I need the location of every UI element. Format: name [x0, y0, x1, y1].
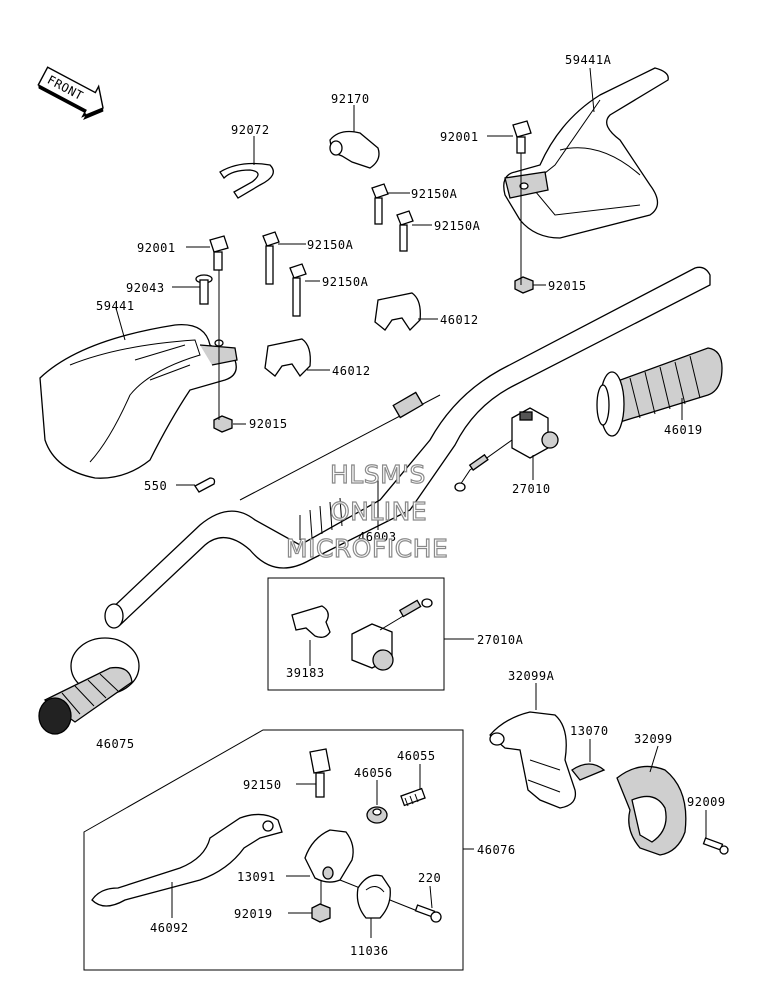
- clamp-92170[interactable]: [329, 130, 380, 169]
- label-92150A-2[interactable]: 92150A: [434, 219, 481, 233]
- label-92150[interactable]: 92150: [243, 778, 282, 792]
- label-92043[interactable]: 92043: [126, 281, 165, 295]
- label-32099A[interactable]: 32099A: [508, 669, 555, 683]
- label-92072[interactable]: 92072: [231, 123, 270, 137]
- bolt-92150A-3[interactable]: [262, 231, 280, 285]
- watermark-line-3: MICROFICHE: [286, 534, 448, 563]
- adjuster-46056[interactable]: [366, 806, 388, 824]
- label-46076[interactable]: 46076: [477, 843, 516, 857]
- label-46056[interactable]: 46056: [354, 766, 393, 780]
- grip-right[interactable]: [596, 347, 723, 437]
- label-92001-left[interactable]: 92001: [137, 241, 176, 255]
- bolt-92150A-1[interactable]: [371, 183, 389, 225]
- label-46092[interactable]: 46092: [150, 921, 189, 935]
- holder-13091[interactable]: [304, 829, 354, 883]
- label-46055[interactable]: 46055: [397, 749, 436, 763]
- label-92001-right[interactable]: 92001: [440, 130, 479, 144]
- label-92150A-1[interactable]: 92150A: [411, 187, 458, 201]
- perch-32099A[interactable]: [489, 711, 577, 809]
- nut-92015-left[interactable]: [213, 415, 233, 433]
- cover-32099[interactable]: [616, 765, 687, 856]
- cover-13070[interactable]: [571, 763, 606, 781]
- label-92015-right[interactable]: 92015: [548, 279, 587, 293]
- label-27010[interactable]: 27010: [512, 482, 551, 496]
- box-27010A: [267, 577, 445, 691]
- watermark-line-1: HLSM'S: [330, 460, 426, 489]
- label-92150A-3[interactable]: 92150A: [307, 238, 354, 252]
- label-39183[interactable]: 39183: [286, 666, 325, 680]
- clamp-11036[interactable]: [356, 874, 391, 919]
- label-46019[interactable]: 46019: [664, 423, 703, 437]
- grip-left[interactable]: [38, 637, 140, 735]
- leader-lines-upper: [115, 67, 683, 530]
- handlebar[interactable]: [104, 266, 711, 629]
- label-59441A[interactable]: 59441A: [565, 53, 612, 67]
- nut-92019[interactable]: [311, 903, 331, 923]
- kill-switch[interactable]: [454, 407, 559, 492]
- clamp-lower[interactable]: [264, 338, 311, 378]
- label-46012-upper[interactable]: 46012: [440, 313, 479, 327]
- watermark-line-2: ONLINE: [330, 497, 427, 526]
- bolt-92150A-2[interactable]: [396, 210, 414, 252]
- cotter-pin-550[interactable]: [194, 477, 216, 493]
- label-92009[interactable]: 92009: [687, 795, 726, 809]
- clamp-upper[interactable]: [374, 292, 421, 332]
- lever-46092[interactable]: [91, 813, 283, 907]
- label-92015-left[interactable]: 92015: [249, 417, 288, 431]
- label-220[interactable]: 220: [418, 871, 441, 885]
- label-59441[interactable]: 59441: [96, 299, 135, 313]
- bolt-92001-left[interactable]: [209, 235, 229, 271]
- box-46076: [83, 729, 464, 971]
- label-27010A[interactable]: 27010A: [477, 633, 524, 647]
- bolt-92001-right[interactable]: [512, 120, 532, 154]
- bolt-92150A-4[interactable]: [289, 263, 307, 317]
- label-46075[interactable]: 46075: [96, 737, 135, 751]
- switch-assy-27010A[interactable]: [291, 598, 433, 671]
- adjuster-46055[interactable]: [400, 787, 426, 807]
- watermark: HLSM'S ONLINE MICROFICHE: [285, 459, 448, 563]
- label-13091[interactable]: 13091: [237, 870, 276, 884]
- label-11036[interactable]: 11036: [350, 944, 389, 958]
- handguard-left[interactable]: [39, 324, 238, 479]
- label-13070[interactable]: 13070: [570, 724, 609, 738]
- label-32099[interactable]: 32099: [634, 732, 673, 746]
- handguard-right[interactable]: [503, 67, 669, 239]
- screw-220[interactable]: [414, 904, 442, 923]
- bolt-92150[interactable]: [309, 748, 331, 798]
- front-arrow-icon: FRONT: [37, 66, 104, 120]
- label-46003[interactable]: 46003: [358, 530, 397, 544]
- label-46012-lower[interactable]: 46012: [332, 364, 371, 378]
- band-92072[interactable]: [219, 162, 274, 199]
- label-550[interactable]: 550: [144, 479, 167, 493]
- label-92150A-4[interactable]: 92150A: [322, 275, 369, 289]
- label-92170[interactable]: 92170: [331, 92, 370, 106]
- nut-92015-right[interactable]: [514, 276, 534, 294]
- pin-92043[interactable]: [195, 274, 213, 305]
- screw-92009[interactable]: [702, 837, 729, 855]
- label-92019[interactable]: 92019: [234, 907, 273, 921]
